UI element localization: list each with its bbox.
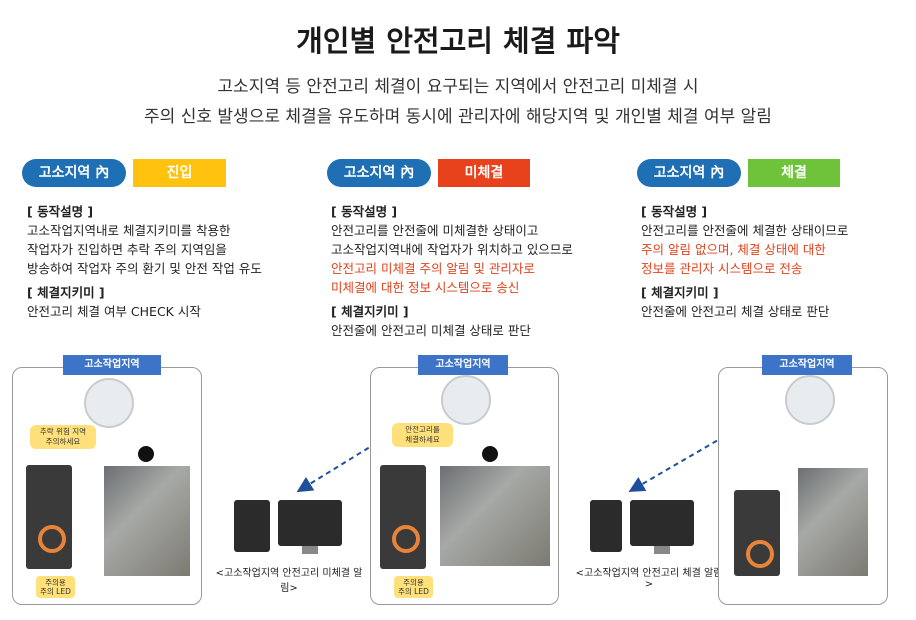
led-line: 주의 LED — [398, 587, 429, 596]
link-icon — [38, 525, 66, 553]
status-tag-fastened: 체결 — [748, 159, 840, 187]
op-line-alert: 정보를 관리자 시스템으로 전송 — [641, 261, 803, 276]
check-heading: [ 체결지키미 ] — [331, 304, 409, 319]
caption-fastened: <고소작업지역 안전고리 체결 알림> — [575, 568, 723, 590]
led-label: 주의용 주의 LED — [394, 576, 433, 598]
bubble-line: 추락 위험 지역 — [39, 427, 87, 436]
check-heading: [ 체결지키미 ] — [641, 285, 719, 300]
op-line: 고소작업지역내로 체결지키미를 착용한 — [27, 223, 231, 238]
led-line: 주의용 — [45, 578, 66, 587]
led-line: 주의 LED — [40, 587, 71, 596]
safety-hook-unit — [26, 465, 72, 569]
subtitle-line-2: 주의 신호 발생으로 체결을 유도하며 동시에 관리자에 해당지역 및 개인별 … — [144, 107, 772, 127]
op-line-alert: 안전고리 미체결 주의 알림 및 관리자로 — [331, 261, 535, 276]
check-text: 안전줄에 안전고리 미체결 상태로 판단 — [331, 323, 531, 338]
section-1-description: [ 동작설명 ] 고소작업지역내로 체결지키미를 착용한 작업자가 진입하면 추… — [27, 202, 307, 321]
op-line-alert: 주의 알림 없으며, 체결 상태에 대한 — [641, 242, 826, 257]
op-heading: [ 동작설명 ] — [641, 204, 708, 219]
zone-pill-1: 고소지역 內 — [22, 159, 126, 187]
op-line: 고소작업지역내에 작업자가 위치하고 있으므로 — [331, 242, 573, 257]
page-title: 개인별 안전고리 체결 파악 — [296, 24, 620, 58]
monitor-icon — [630, 500, 694, 546]
led-label: 주의용 주의 LED — [36, 576, 75, 598]
op-line: 안전고리를 안전줄에 미체결한 상태이고 — [331, 223, 539, 238]
zone-pill-2: 고소지역 內 — [327, 159, 431, 187]
worker-photo — [104, 466, 190, 576]
op-heading: [ 동작설명 ] — [331, 204, 398, 219]
led-line: 주의용 — [403, 578, 424, 587]
op-line-alert: 미체결에 대한 정보 시스템으로 송신 — [331, 280, 520, 295]
safety-hook-unit — [380, 465, 426, 569]
section-3-description: [ 동작설명 ] 안전고리를 안전줄에 체결한 상태이므로 주의 알림 없으며,… — [641, 202, 911, 321]
zone-label: 고소작업지역 — [762, 355, 852, 375]
check-text: 안전고리 체결 여부 CHECK 시작 — [27, 304, 201, 319]
zone-label: 고소작업지역 — [418, 355, 508, 375]
subtitle-line-1: 고소지역 등 안전고리 체결이 요구되는 지역에서 안전고리 미체결 시 — [217, 77, 699, 97]
warning-bubble: 안전고리를 체결하세요 — [392, 423, 453, 447]
device-icon — [84, 378, 134, 428]
zone-label: 고소작업지역 — [63, 355, 161, 375]
device-icon — [785, 375, 835, 425]
status-tag-unfastened: 미체결 — [438, 159, 530, 187]
bubble-line: 안전고리를 — [405, 425, 440, 434]
monitor-stand-icon — [302, 546, 318, 554]
op-heading: [ 동작설명 ] — [27, 204, 94, 219]
monitor-icon — [278, 500, 342, 546]
link-icon — [746, 540, 774, 568]
caption-unfastened: <고소작업지역 안전고리 미체결 알림> — [215, 568, 363, 594]
warning-bubble: 추락 위험 지역 주의하세요 — [30, 425, 96, 449]
link-icon — [392, 525, 420, 553]
monitor-stand-icon — [654, 546, 670, 554]
status-tag-enter: 진입 — [133, 159, 226, 187]
check-text: 안전줄에 안전고리 체결 상태로 판단 — [641, 304, 830, 319]
worker-head-icon — [482, 446, 498, 462]
bubble-line: 체결하세요 — [405, 435, 440, 444]
hook-photo — [798, 468, 868, 576]
op-line: 안전고리를 안전줄에 체결한 상태이므로 — [641, 223, 849, 238]
bubble-line: 주의하세요 — [45, 437, 81, 446]
safety-hook-unit — [734, 490, 780, 576]
tablet-icon — [234, 500, 270, 552]
check-heading: [ 체결지키미 ] — [27, 285, 105, 300]
op-line: 작업자가 진입하면 추락 주의 지역임을 — [27, 242, 227, 257]
tablet-icon — [590, 500, 622, 552]
op-line: 방송하여 작업자 주의 환기 및 안전 작업 유도 — [27, 261, 262, 276]
section-2-description: [ 동작설명 ] 안전고리를 안전줄에 미체결한 상태이고 고소작업지역내에 작… — [331, 202, 621, 340]
worker-photo — [440, 466, 550, 566]
device-icon — [441, 375, 491, 425]
zone-pill-3: 고소지역 內 — [637, 159, 741, 187]
worker-head-icon — [138, 446, 154, 462]
